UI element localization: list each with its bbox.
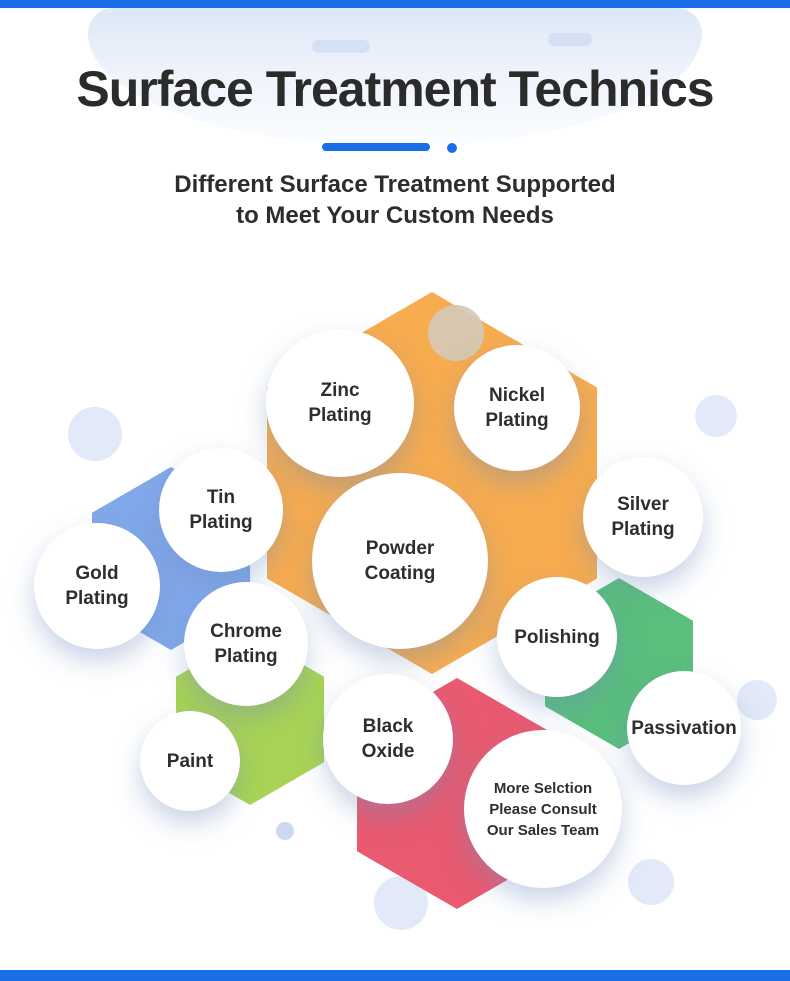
decor-circle bbox=[68, 407, 122, 461]
bubble-label: Silver Plating bbox=[611, 494, 675, 540]
bubble-label: More Selction Please Consult Our Sales T… bbox=[486, 779, 600, 839]
bubble-tin-plating: Tin Plating bbox=[159, 448, 283, 572]
subtitle: Different Surface Treatment Supported to… bbox=[0, 169, 790, 231]
decor-circle bbox=[628, 859, 674, 905]
title-underline bbox=[322, 143, 430, 151]
decor-circle bbox=[695, 395, 737, 437]
bubble-zinc-plating: Zinc Plating bbox=[266, 329, 414, 477]
bubble-label: Nickel Plating bbox=[485, 385, 549, 431]
top-accent-bar bbox=[0, 0, 790, 8]
bubble-label: Paint bbox=[166, 750, 214, 772]
bubble-label: Chrome Plating bbox=[210, 621, 282, 667]
bubble-label: Black Oxide bbox=[361, 716, 415, 762]
bubble-passivation: Passivation bbox=[627, 671, 741, 785]
subtitle-line-2: to Meet Your Custom Needs bbox=[236, 202, 554, 229]
bubble-polishing: Polishing bbox=[497, 577, 617, 697]
bubble-chrome-plating: Chrome Plating bbox=[184, 582, 308, 706]
bubble-gold-plating: Gold Plating bbox=[34, 523, 160, 649]
bubble-label: Passivation bbox=[631, 717, 737, 739]
title-underline-dot bbox=[447, 143, 457, 153]
bubble-silver-plating: Silver Plating bbox=[583, 457, 703, 577]
bubble-nickel-plating: Nickel Plating bbox=[454, 345, 580, 471]
decor-circle-tan bbox=[428, 305, 484, 361]
decor-pill bbox=[312, 40, 370, 53]
bubble-paint: Paint bbox=[140, 711, 240, 811]
decor-circle bbox=[737, 680, 777, 720]
decor-circle bbox=[276, 822, 294, 840]
page-title: Surface Treatment Technics bbox=[76, 61, 714, 117]
bottom-accent-bar bbox=[0, 970, 790, 981]
bubble-label: Gold Plating bbox=[65, 563, 129, 609]
subtitle-line-1: Different Surface Treatment Supported bbox=[174, 171, 616, 198]
bubble-label: Tin Plating bbox=[189, 487, 253, 533]
bubble-more-selection: More Selction Please Consult Our Sales T… bbox=[464, 730, 622, 888]
bubble-powder-coating: Powder Coating bbox=[312, 473, 488, 649]
bubble-label: Powder Coating bbox=[364, 538, 436, 584]
bubble-black-oxide: Black Oxide bbox=[323, 674, 453, 804]
bubble-label: Zinc Plating bbox=[308, 380, 372, 426]
decor-pill bbox=[548, 33, 592, 46]
bubble-label: Polishing bbox=[514, 626, 600, 648]
